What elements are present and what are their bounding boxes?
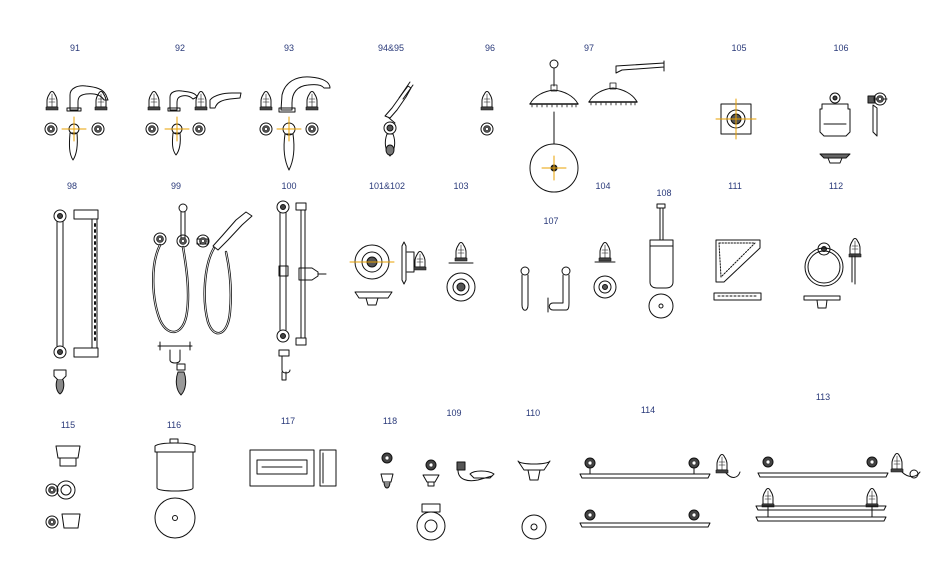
fixture-107 [521,267,570,312]
fixture-111 [714,240,761,300]
label-94-95: 94&95 [377,43,405,53]
label-118: 118 [382,416,398,426]
fixture-118 [381,452,393,488]
label-113: 113 [815,392,831,402]
label-92: 92 [174,43,185,53]
fixture-114 [580,454,740,528]
label-96: 96 [484,43,495,53]
label-116: 116 [166,420,182,430]
fixture-108 [649,204,673,318]
fixture-97 [529,60,664,192]
fixture-96 [480,91,494,136]
label-98: 98 [66,181,77,191]
label-108: 108 [656,188,672,198]
fixture-91 [44,86,108,160]
label-93: 93 [283,43,294,53]
fixture-110 [518,461,550,539]
fixture-115 [45,446,80,529]
label-117: 117 [280,416,296,426]
label-91: 91 [69,43,80,53]
label-114: 114 [640,405,656,415]
fixture-109 [417,459,494,540]
label-97: 97 [583,43,594,53]
fixture-117 [250,450,336,486]
label-99: 99 [170,181,181,191]
label-100: 100 [281,181,297,191]
fixture-100 [277,201,326,380]
label-104: 104 [595,181,611,191]
fixture-101-102 [350,242,427,305]
label-105: 105 [731,43,747,53]
label-115: 115 [60,420,76,430]
label-107: 107 [543,216,559,226]
fixture-94-95 [384,82,413,156]
fixture-112 [804,238,862,309]
fixture-98 [54,210,98,394]
fixture-92 [145,91,241,155]
fixture-93 [259,77,330,170]
label-112: 112 [828,181,844,191]
fixture-103 [447,242,475,302]
label-101-102: 101&102 [368,181,406,191]
label-110: 110 [525,408,541,418]
label-109: 109 [446,408,462,418]
fixture-113 [756,453,920,522]
fixture-106 [820,92,887,163]
label-103: 103 [453,181,469,191]
fixture-116 [155,439,195,538]
label-106: 106 [833,43,849,53]
fixture-104 [594,242,616,299]
fixture-105 [716,99,756,139]
label-111: 111 [728,181,742,191]
fixture-99 [153,204,252,395]
